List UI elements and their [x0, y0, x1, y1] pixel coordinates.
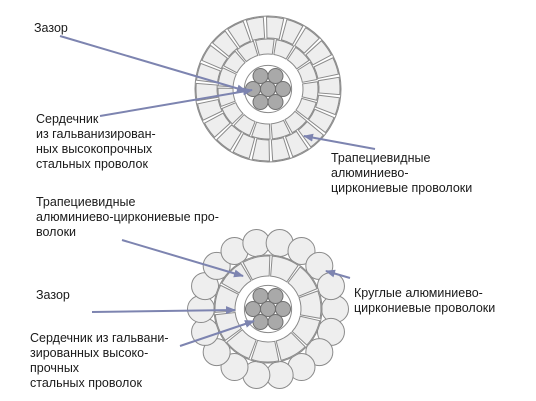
- trapezoid-wire-outer: [227, 20, 252, 48]
- trapezoid-wire: [270, 255, 299, 283]
- bottom-trapezoid-arrow: [121, 239, 244, 278]
- trapezoid-wire-outer: [232, 132, 256, 160]
- trapezoid-wire-inner: [270, 119, 291, 140]
- trapezoid-wire-inner: [284, 110, 308, 134]
- trapezoid-wire: [250, 339, 280, 363]
- bottom-cable-cross-section: [187, 229, 349, 389]
- trapezoid-wire-inner: [251, 121, 271, 140]
- trapezoid-wire-inner: [254, 38, 275, 56]
- trapezoid-wire-outer: [216, 124, 242, 152]
- trapezoid-wire-outer: [294, 26, 320, 54]
- trapezoid-wire-inner: [236, 40, 259, 63]
- trapezoid-wire: [275, 331, 306, 361]
- trapezoid-wire-inner: [296, 61, 318, 83]
- trapezoid-wire: [214, 312, 243, 342]
- trapezoid-wire-outer: [284, 130, 309, 158]
- top-cable-cross-section: [194, 15, 342, 163]
- steel-wire: [252, 68, 269, 85]
- steel-wire: [245, 81, 261, 97]
- steel-wire: [252, 93, 269, 110]
- trapezoid-wire-inner: [233, 113, 256, 137]
- round-wire: [187, 295, 215, 323]
- bottom-gap-label: Зазор: [36, 288, 70, 302]
- trapezoid-wire-outer: [313, 57, 340, 80]
- trapezoid-wire-inner: [273, 39, 295, 60]
- top-trapezoid-arrow: [303, 133, 376, 150]
- top-trapezoid-wires-label: Трапециевидные алюминиево- циркониевые п…: [331, 151, 473, 195]
- trapezoid-wire-inner: [223, 50, 246, 74]
- bottom-trapezoid-wires-label: Трапециевидные алюминиево-циркониевые пр…: [36, 195, 219, 239]
- steel-wire: [267, 68, 284, 85]
- trapezoid-wire-inner: [295, 97, 317, 120]
- steel-wire: [275, 301, 291, 317]
- top-gap-arrow: [59, 35, 247, 93]
- trapezoid-wire: [298, 290, 322, 319]
- steel-wire: [252, 313, 269, 330]
- steel-wire: [260, 81, 276, 97]
- trapezoid-wire-outer: [251, 138, 270, 162]
- trapezoid-wire: [291, 315, 321, 346]
- trapezoid-wire-outer: [196, 98, 223, 121]
- trapezoid-wire-outer: [211, 30, 239, 58]
- trapezoid-wire-outer: [317, 76, 341, 96]
- trapezoid-wire-outer: [280, 18, 304, 46]
- steel-wire: [245, 301, 261, 317]
- trapezoid-wire-outer: [315, 94, 341, 116]
- top-core-label: Сердечник из гальванизирован- ных высоко…: [36, 112, 156, 171]
- steel-wire: [267, 313, 284, 330]
- round-wire: [316, 272, 345, 301]
- trapezoid-wire-outer: [270, 137, 291, 162]
- bottom-core-arrow: [179, 320, 255, 347]
- top-gap-label: Зазор: [34, 21, 68, 35]
- trapezoid-wire-inner: [217, 67, 237, 88]
- callout-arrows: [59, 35, 376, 347]
- bottom-round-wires-label: Круглые алюминиево- циркониевые проволок…: [354, 286, 496, 315]
- trapezoid-wire-outer: [201, 44, 229, 70]
- bottom-core-label: Сердечник из гальвани- зированных высоко…: [30, 331, 169, 390]
- steel-wire: [252, 288, 269, 305]
- trapezoid-wire-inner: [286, 46, 310, 70]
- trapezoid-wire-outer: [266, 16, 285, 40]
- trapezoid-wire-outer: [203, 112, 231, 138]
- trapezoid-wire-inner: [221, 102, 244, 125]
- steel-wire: [260, 301, 276, 317]
- steel-wire: [275, 81, 291, 97]
- round-wire: [321, 295, 349, 323]
- bottom-gap-arrow: [91, 306, 236, 315]
- trapezoid-wire-inner: [301, 81, 319, 101]
- trapezoid-wire-outer: [305, 40, 333, 66]
- top-core-arrow: [99, 87, 253, 117]
- trapezoid-wire: [242, 255, 271, 281]
- steel-wire: [267, 93, 284, 110]
- steel-wire: [267, 288, 284, 305]
- trapezoid-wire: [287, 266, 318, 297]
- trapezoid-wire: [226, 329, 257, 360]
- trapezoid-wire-outer: [245, 16, 266, 41]
- trapezoid-wire-outer: [307, 108, 335, 134]
- bottom-round-arrow: [325, 269, 351, 279]
